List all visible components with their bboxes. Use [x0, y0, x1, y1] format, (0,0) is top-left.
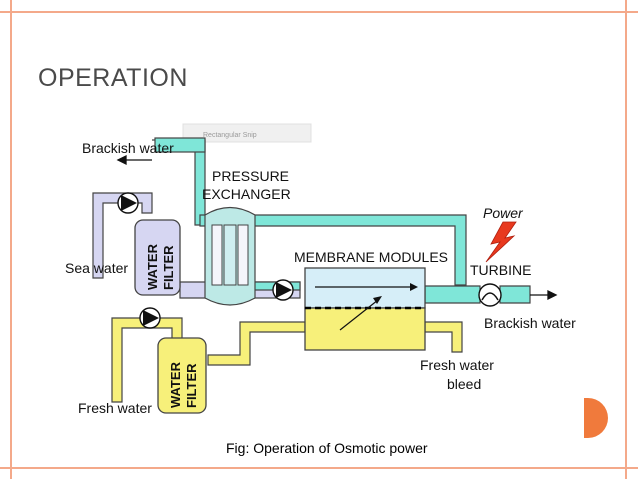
brackish-to-turbine-pipe — [424, 285, 481, 304]
pressure-label-1: PRESSURE — [212, 168, 289, 184]
pressure-exchanger — [204, 206, 256, 306]
slide-title: OPERATION — [38, 64, 188, 92]
water-filter-bottom: WATER FILTER — [157, 337, 207, 414]
brackish-right-arrow-icon — [547, 289, 558, 301]
power-label: Power — [483, 205, 524, 221]
figure-caption: Fig: Operation of Osmotic power — [226, 440, 428, 456]
turbine-label: TURBINE — [470, 262, 531, 278]
sea-inlet-pipe — [92, 192, 153, 279]
frame-bottom-line — [0, 467, 638, 469]
flow-arrows — [116, 154, 558, 301]
snip-label: Rectangular Snip — [203, 132, 257, 139]
filter-bottom-label-2: FILTER — [184, 363, 199, 408]
lightning-bolt-icon — [485, 221, 517, 263]
fresh-bleed-pipe — [424, 321, 463, 353]
frame-left-line — [10, 0, 12, 479]
water-filter-top: WATER FILTER — [134, 219, 181, 296]
membrane-modules — [304, 267, 426, 351]
brackish-top-label: Brackish water — [82, 140, 174, 156]
brackish-top-bar — [154, 137, 206, 153]
brackish-out-right — [499, 285, 531, 304]
sea-water-label: Sea water — [65, 260, 128, 276]
frame-right-line — [625, 0, 627, 479]
brackish-right-label: Brackish water — [484, 315, 576, 331]
fresh-bleed-label-1: Fresh water — [420, 357, 494, 373]
frame-top-line — [0, 11, 638, 13]
turbine-icon — [478, 283, 502, 307]
fresh-bleed-label-2: bleed — [447, 376, 481, 392]
brackish-out-arrow-icon — [116, 154, 127, 166]
membrane-label: MEMBRANE MODULES — [294, 249, 448, 265]
fresh-water-label: Fresh water — [78, 400, 152, 416]
filter-bottom-label-1: WATER — [168, 361, 183, 408]
pump-icons — [117, 192, 294, 329]
pressure-label-2: EXCHANGER — [202, 186, 291, 202]
fresh-to-membrane-pipe — [207, 321, 306, 366]
filter-top-label-1: WATER — [145, 243, 160, 290]
filter-top-label-2: FILTER — [161, 245, 176, 290]
rectangular-snip-artifact: Rectangular Snip — [182, 123, 312, 143]
